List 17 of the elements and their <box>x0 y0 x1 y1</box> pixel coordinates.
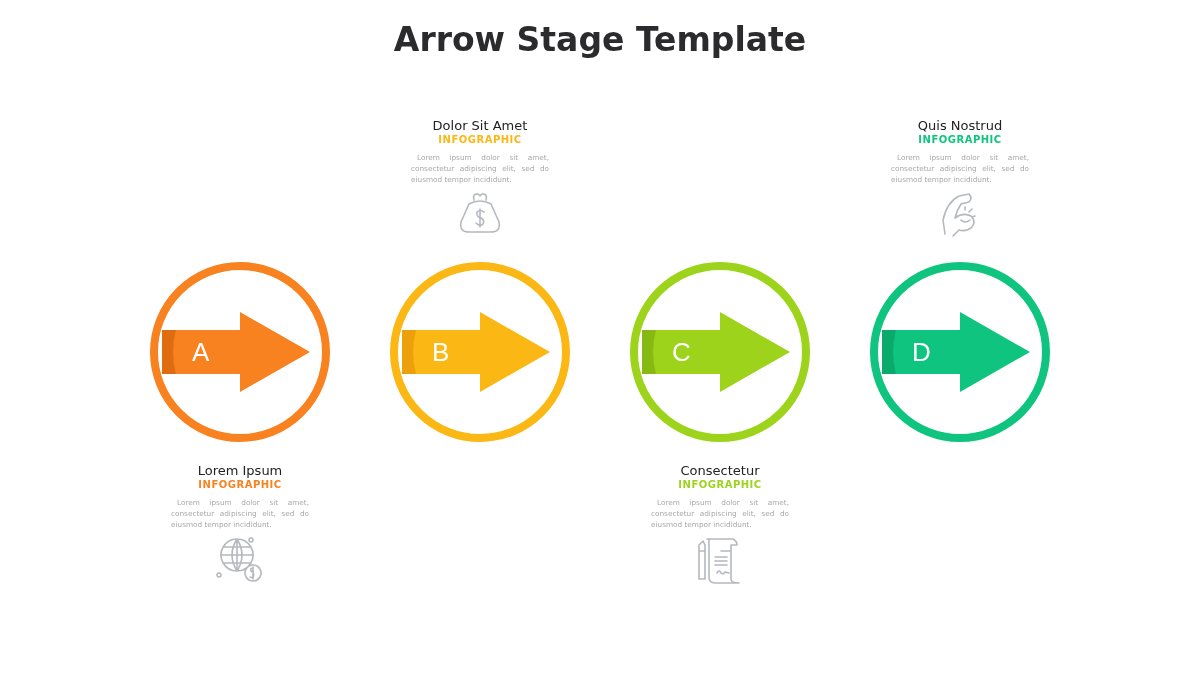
subheading: INFOGRAPHIC <box>197 479 283 490</box>
heading: Quis Nostrud <box>916 118 1004 133</box>
stage-circle <box>150 262 330 442</box>
subheading: INFOGRAPHIC <box>677 479 763 490</box>
stage-letter: C <box>672 337 691 367</box>
stage-circle <box>870 262 1050 442</box>
stage-circle <box>390 262 570 442</box>
stage-letter: A <box>192 337 210 367</box>
heading: Dolor Sit Amet <box>431 118 529 133</box>
stage-letter: B <box>432 337 450 367</box>
stage-letter: D <box>912 337 931 367</box>
subheading: INFOGRAPHIC <box>437 134 523 145</box>
stage-circle <box>630 262 810 442</box>
title: Arrow Stage Template <box>393 20 807 59</box>
heading: Consectetur <box>679 463 761 478</box>
heading: Lorem Ipsum <box>196 463 284 478</box>
subheading: INFOGRAPHIC <box>917 134 1003 145</box>
